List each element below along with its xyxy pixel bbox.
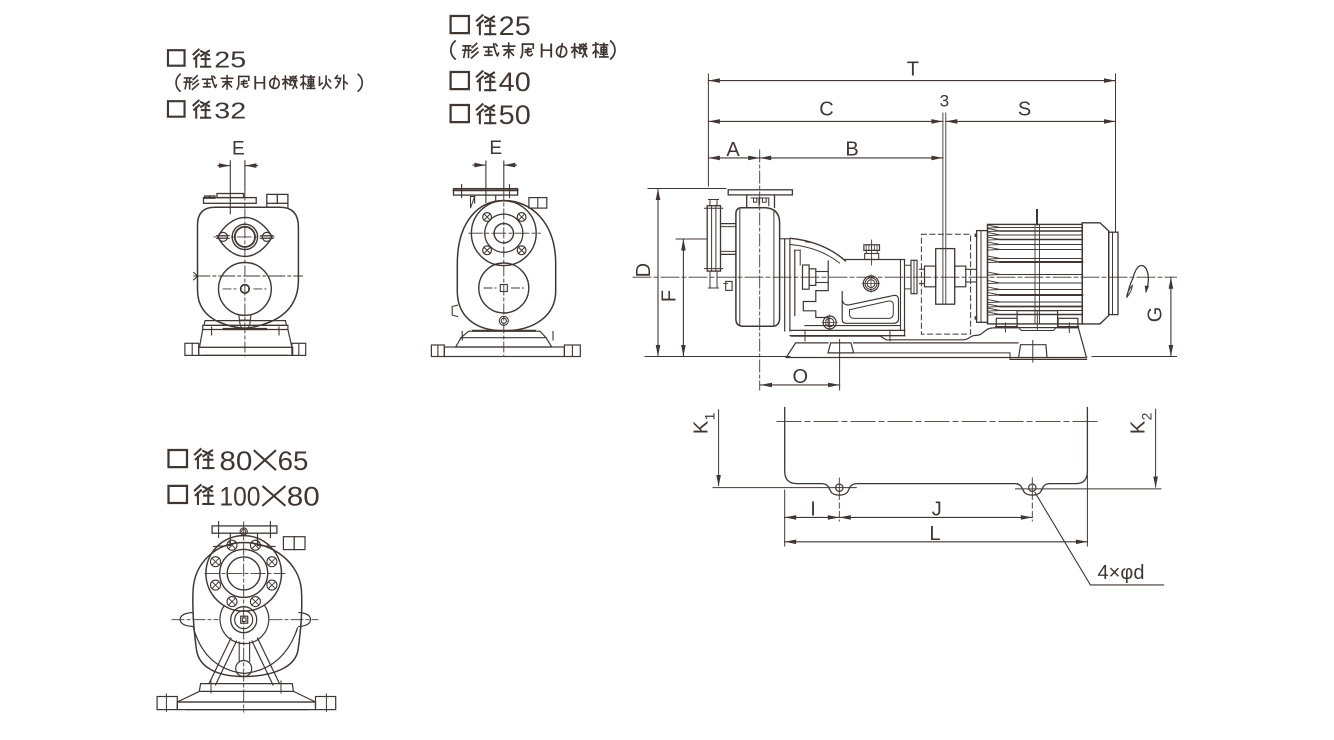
svg-text:4×φd: 4×φd: [1098, 562, 1145, 584]
svg-text:H: H: [253, 72, 267, 94]
svg-text:E: E: [232, 139, 245, 160]
svg-text:J: J: [932, 498, 942, 520]
svg-text:S: S: [1018, 98, 1031, 120]
svg-text:K: K: [691, 420, 713, 434]
svg-text:100: 100: [219, 482, 260, 512]
svg-text:K: K: [1128, 420, 1150, 434]
svg-text:65: 65: [278, 446, 309, 476]
svg-text:T: T: [907, 58, 919, 80]
svg-text:B: B: [845, 139, 858, 161]
svg-text:I: I: [810, 498, 816, 520]
svg-text:G: G: [1145, 307, 1167, 323]
svg-text:H: H: [539, 40, 554, 63]
svg-text:50: 50: [499, 100, 531, 130]
svg-text:25: 25: [499, 11, 531, 41]
svg-text:80: 80: [287, 482, 320, 512]
svg-text:3: 3: [940, 92, 949, 111]
svg-text:F: F: [658, 290, 680, 302]
svg-text:D: D: [633, 263, 655, 277]
svg-text:1: 1: [702, 412, 718, 420]
svg-text:C: C: [819, 98, 833, 120]
svg-text:40: 40: [499, 67, 531, 97]
svg-text:A: A: [726, 139, 740, 161]
svg-text:25: 25: [214, 46, 246, 72]
svg-text:E: E: [489, 138, 502, 159]
svg-text:32: 32: [214, 97, 246, 123]
svg-text:80: 80: [219, 446, 252, 476]
svg-text:2: 2: [1139, 412, 1155, 420]
svg-text:L: L: [929, 523, 940, 545]
svg-text:O: O: [793, 366, 809, 388]
